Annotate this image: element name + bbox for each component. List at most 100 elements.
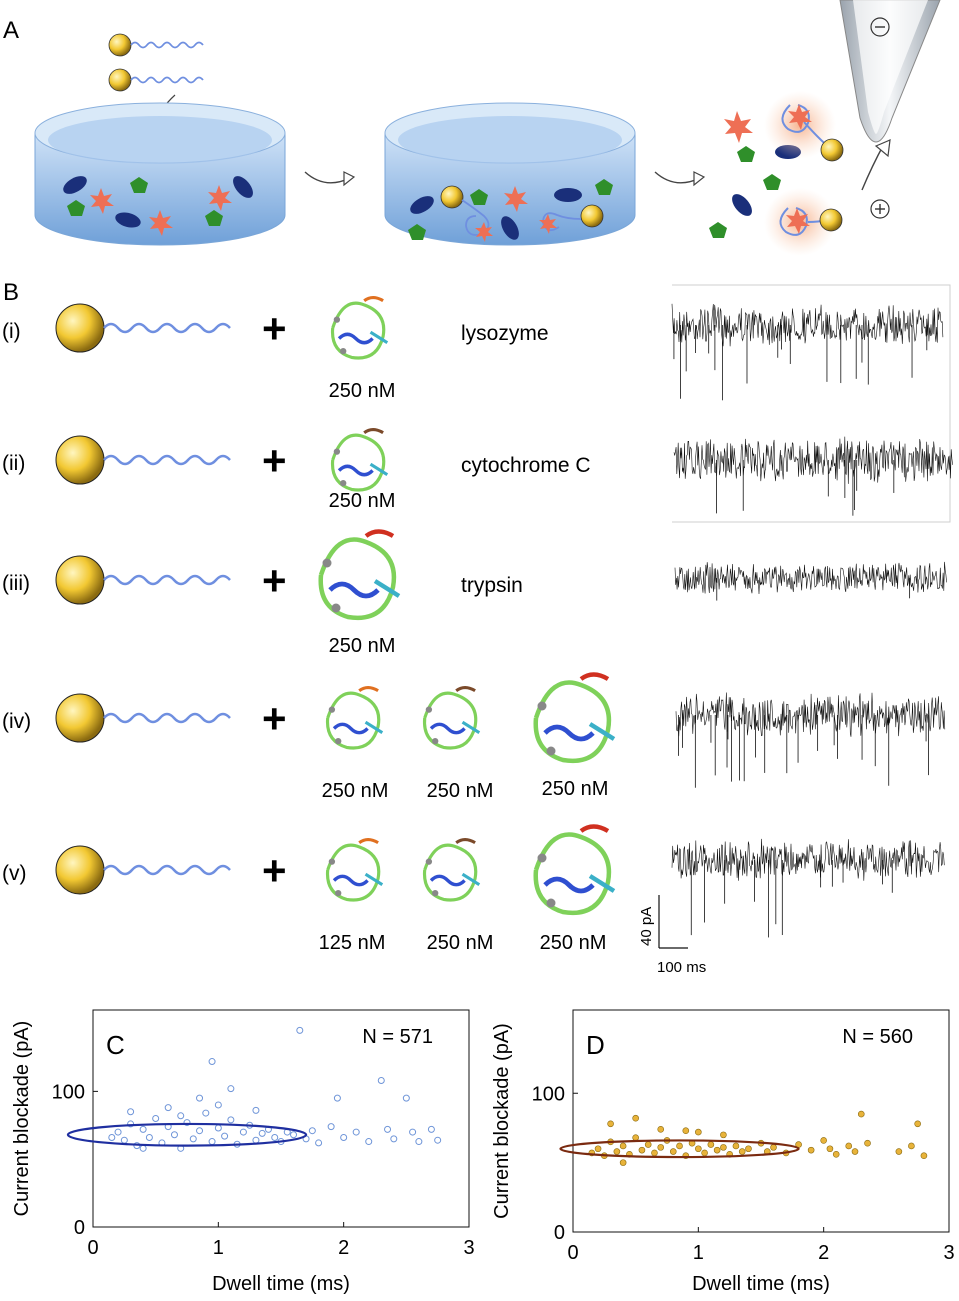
gold-bead-icon: [55, 303, 105, 353]
scatter-point: [857, 1110, 865, 1118]
scatter-point: [826, 1145, 834, 1153]
scatter-point: [707, 1141, 715, 1148]
x-axis-label: Dwell time (ms): [212, 1273, 350, 1295]
protein-structure-icon: [325, 837, 384, 902]
panel-a-label: A: [3, 17, 19, 44]
protein-structure-icon: [533, 824, 616, 916]
scatter-point: [409, 1128, 417, 1136]
scatter-point: [340, 1133, 348, 1141]
scatter-point: [638, 1146, 646, 1154]
free-probe-2: [108, 68, 204, 92]
dna-strand-icon: [103, 574, 231, 586]
scatter-point: [252, 1106, 260, 1114]
scatter-point: [290, 1131, 298, 1139]
plot-frame: [92, 1009, 470, 1228]
x-tick-label: 1: [693, 1242, 704, 1264]
row-roman-numeral: (ii): [2, 452, 25, 475]
nanopipette-tip: [839, 0, 941, 219]
arrow-step-2-icon: [654, 171, 701, 184]
scatter-point: [738, 1148, 746, 1155]
scatter-point: [208, 1138, 216, 1146]
protein-structure-icon: [422, 685, 481, 750]
protein-structure-icon: [325, 685, 384, 750]
concentration-label: 125 nM: [319, 932, 386, 954]
scatter-point: [594, 1145, 602, 1153]
scatter-point: [770, 1144, 777, 1151]
scatter-point: [695, 1128, 702, 1136]
protein-name: lysozyme: [461, 322, 549, 345]
panel-label: C: [106, 1030, 125, 1060]
plot-frame: [572, 1009, 950, 1233]
scatter-point: [745, 1145, 752, 1153]
scatter-point: [657, 1126, 665, 1133]
scale-bar-y-label: 40 pA: [638, 907, 655, 946]
scatter-point: [252, 1136, 260, 1144]
scatter-point: [920, 1152, 928, 1159]
current-trace: [671, 303, 944, 347]
protein-structure-icon: [318, 529, 401, 621]
scatter-point: [164, 1104, 172, 1112]
scatter-point: [807, 1146, 815, 1154]
scatter-point: [227, 1085, 235, 1093]
x-axis-label: Dwell time (ms): [692, 1273, 830, 1295]
protein-star-icon: [90, 188, 114, 214]
scatter-point: [713, 1146, 721, 1154]
y-tick-label: 0: [74, 1217, 85, 1239]
scatter-point: [657, 1144, 665, 1151]
scatter-point: [669, 1148, 677, 1155]
scatter-point: [682, 1127, 690, 1135]
scatter-point: [384, 1125, 392, 1133]
plus-electrode-icon: [870, 199, 890, 219]
scatter-point: [720, 1131, 727, 1139]
scatter-point: [632, 1114, 639, 1122]
scatter-point: [820, 1137, 827, 1144]
scatter-point: [227, 1116, 235, 1124]
scatter-point: [390, 1135, 398, 1143]
scatter-point: [864, 1139, 871, 1147]
row-roman-numeral: (v): [2, 862, 27, 885]
protein-structure-icon: [330, 427, 389, 492]
scatter-point: [427, 1125, 435, 1133]
scatter-point: [651, 1149, 658, 1157]
plus-sign: +: [262, 305, 287, 352]
scatter-point: [183, 1119, 191, 1127]
arrow-step-1-icon: [304, 171, 351, 184]
concentration-label: 250 nM: [542, 778, 609, 800]
scatter-point: [914, 1120, 921, 1128]
dna-strand-icon: [103, 864, 231, 876]
concentration-label: 250 nM: [540, 932, 607, 954]
plus-sign: +: [262, 557, 287, 604]
scatter-point: [732, 1142, 740, 1150]
gold-bead-icon: [55, 693, 105, 743]
concentration-label: 250 nM: [329, 490, 396, 512]
panel-a: A: [3, 0, 941, 256]
scatter-point: [258, 1129, 266, 1137]
scatter-point: [189, 1135, 197, 1143]
scatter-point: [120, 1136, 128, 1144]
x-tick-label: 2: [338, 1237, 349, 1259]
x-tick-label: 2: [818, 1242, 829, 1264]
scatter-point: [139, 1125, 147, 1133]
scatter-point: [271, 1133, 279, 1141]
concentration-label: 250 nM: [427, 780, 494, 802]
sample-count: N = 560: [842, 1026, 913, 1048]
x-tick-label: 3: [943, 1242, 954, 1264]
y-axis-label: Current blockade (pA): [491, 1023, 513, 1219]
current-trace: [674, 561, 947, 595]
scatter-point: [632, 1134, 639, 1141]
panel-label: D: [586, 1030, 605, 1060]
scale-bar: 40 pA 100 ms: [638, 895, 706, 976]
scatter-point: [415, 1138, 423, 1146]
scatter-point: [239, 1128, 247, 1136]
plus-sign: +: [262, 437, 287, 484]
scatter-point: [832, 1151, 840, 1158]
scatter-point: [851, 1148, 859, 1155]
row-roman-numeral: (i): [2, 320, 21, 343]
sample-count: N = 571: [362, 1026, 433, 1048]
